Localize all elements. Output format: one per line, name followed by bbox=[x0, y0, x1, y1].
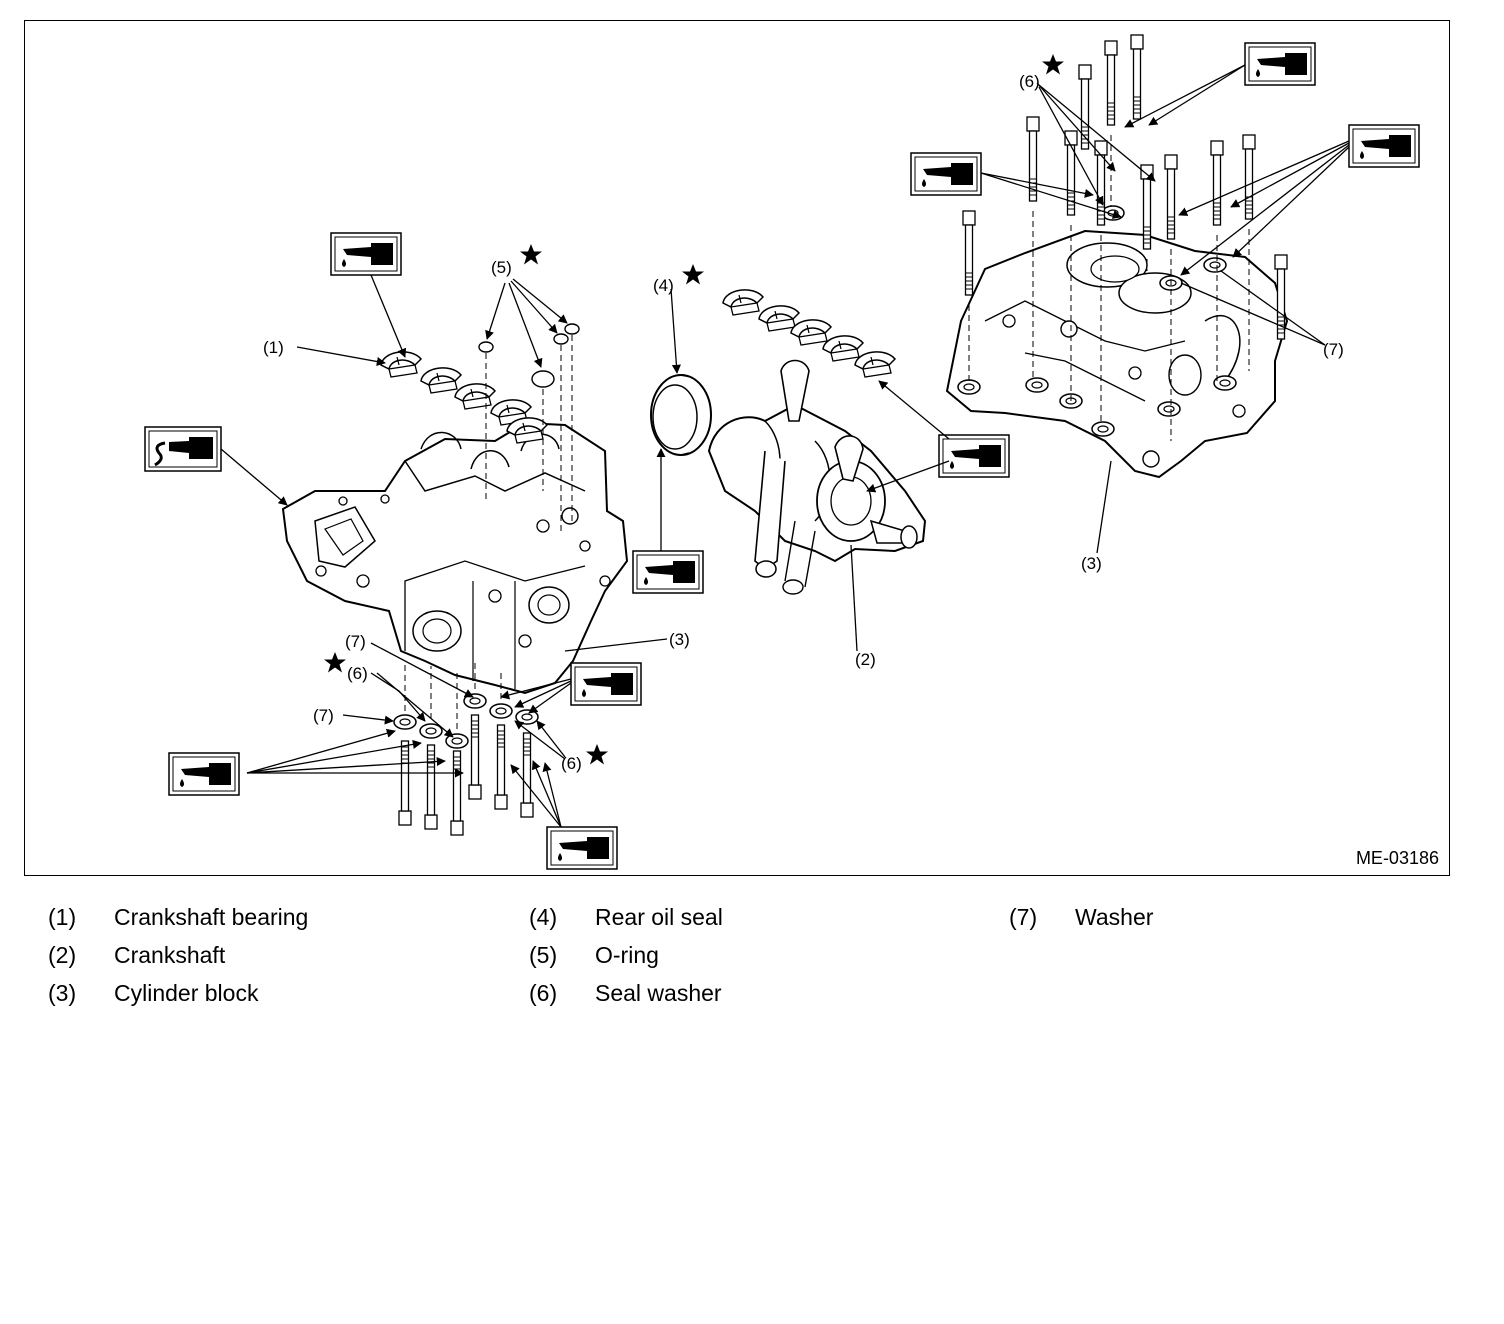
star-icon bbox=[586, 744, 608, 765]
figure-id: ME-03186 bbox=[1355, 848, 1439, 868]
legend-number: (3) bbox=[48, 980, 77, 1006]
legend-number: (2) bbox=[48, 942, 77, 968]
legend-label: Cylinder block bbox=[114, 980, 259, 1006]
legend-label: Washer bbox=[1075, 904, 1154, 930]
crankshaft bbox=[707, 359, 927, 595]
star-icon bbox=[1042, 54, 1064, 75]
oil-can-icon bbox=[938, 434, 1010, 478]
callout-2: (2) bbox=[855, 650, 876, 669]
left-cylinder-block bbox=[281, 421, 629, 695]
legend-label: Seal washer bbox=[595, 980, 722, 1006]
legend-label: Rear oil seal bbox=[595, 904, 723, 930]
callout-6-left-bottom: (6) bbox=[561, 754, 582, 773]
legend-number: (5) bbox=[529, 942, 558, 968]
callout-3-right: (3) bbox=[1081, 554, 1102, 573]
rear-oil-seal bbox=[650, 374, 712, 456]
oil-can-icon bbox=[570, 662, 642, 706]
oil-can-icon bbox=[632, 550, 704, 594]
oil-can-icon bbox=[546, 826, 618, 870]
exploded-view-drawing: (1) (5) (4) (2) (3) (3) (7) (6) (7) (6) … bbox=[143, 34, 1420, 870]
leader-lines bbox=[220, 64, 1350, 828]
legend-number: (6) bbox=[529, 980, 558, 1006]
liquid-gasket-icon bbox=[143, 425, 223, 473]
callout-1: (1) bbox=[263, 338, 284, 357]
left-block-bolts bbox=[393, 661, 539, 836]
callout-3-left: (3) bbox=[669, 630, 690, 649]
oil-can-icon bbox=[1348, 124, 1420, 168]
oil-can-icon bbox=[1244, 42, 1316, 86]
legend-label: Crankshaft bbox=[114, 942, 226, 968]
callout-6-right: (6) bbox=[1019, 72, 1040, 91]
legend-number: (7) bbox=[1009, 904, 1038, 930]
callout-6-left-top: (6) bbox=[347, 664, 368, 683]
oil-can-icon bbox=[330, 232, 402, 276]
star-icon bbox=[324, 652, 346, 673]
callout-5: (5) bbox=[491, 258, 512, 277]
star-icon bbox=[682, 264, 704, 285]
callout-7-right: (7) bbox=[1323, 340, 1344, 359]
callout-7-left-bottom: (7) bbox=[313, 706, 334, 725]
legend-number: (1) bbox=[48, 904, 77, 930]
legend-label: Crankshaft bearing bbox=[114, 904, 309, 930]
oil-can-icon bbox=[910, 152, 982, 196]
oil-can-icon bbox=[168, 752, 240, 796]
right-crankshaft-bearings bbox=[722, 289, 896, 378]
callout-7-left-top: (7) bbox=[345, 632, 366, 651]
legend-number: (4) bbox=[529, 904, 558, 930]
diagram-frame: (1) (5) (4) (2) (3) (3) (7) (6) (7) (6) … bbox=[24, 20, 1450, 876]
star-icon bbox=[520, 244, 542, 265]
callout-4: (4) bbox=[653, 276, 674, 295]
legend-label: O-ring bbox=[595, 942, 659, 968]
o-rings bbox=[478, 323, 580, 531]
